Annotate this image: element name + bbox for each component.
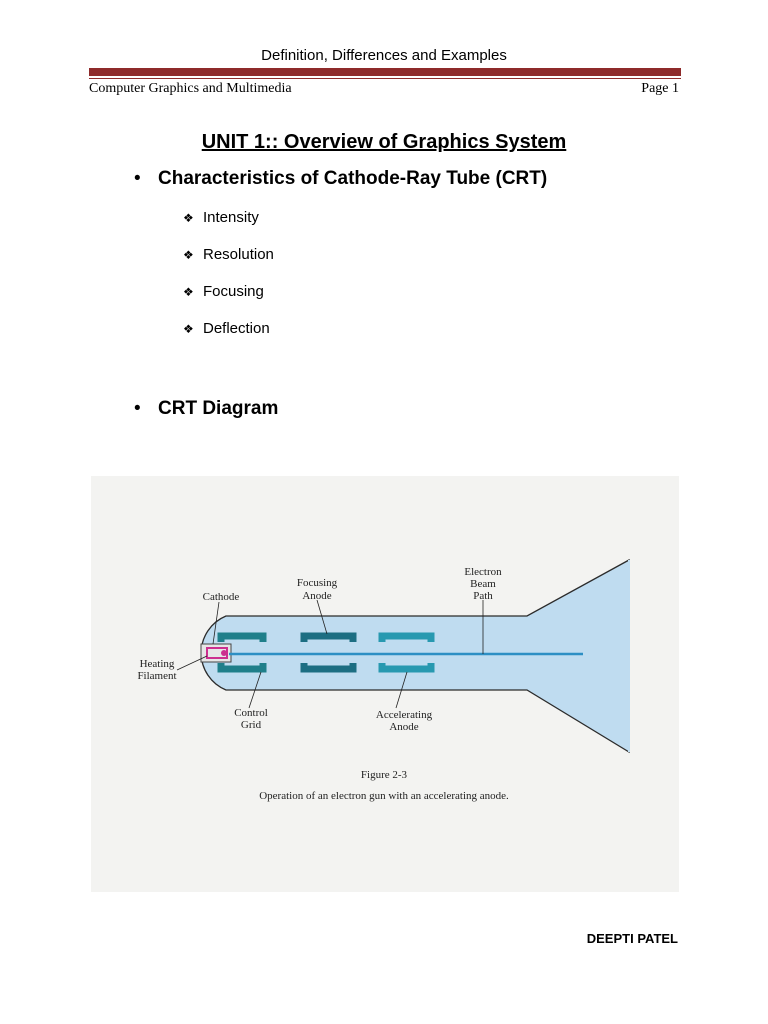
document-title: Definition, Differences and Examples [261, 47, 507, 64]
diamond-bullet-icon: ❖ [183, 322, 194, 336]
list-item: ❖ Focusing [183, 283, 274, 320]
section-heading: Characteristics of Cathode-Ray Tube (CRT… [158, 168, 548, 189]
filament-core [221, 650, 227, 656]
unit-title: UNIT 1:: Overview of Graphics System [201, 131, 567, 153]
header-course-name: Computer Graphics and Multimedia [89, 81, 292, 96]
header-rule [89, 68, 681, 76]
diamond-bullet-icon: ❖ [183, 248, 194, 262]
focusing-anode-electrode [300, 632, 357, 642]
label-heating-filament: Filament [137, 670, 176, 682]
list-item: ❖ Deflection [183, 320, 274, 357]
bullet-icon: • [134, 398, 141, 419]
leader-line [316, 599, 328, 635]
label-accelerating-anode: Accelerating [376, 709, 433, 721]
list-item-label: Focusing [203, 283, 264, 300]
bullet-icon: • [134, 168, 141, 189]
leader-line [248, 671, 262, 709]
leader-line [395, 671, 408, 709]
leader-line [176, 655, 208, 671]
label-accelerating-anode: Anode [389, 721, 418, 733]
section-heading: CRT Diagram [158, 398, 279, 419]
figure-caption: Operation of an electron gun with an acc… [259, 790, 509, 802]
label-heating-filament: Heating [140, 658, 175, 670]
list-item-label: Resolution [203, 246, 274, 263]
list-item: ❖ Intensity [183, 209, 274, 246]
diamond-bullet-icon: ❖ [183, 285, 194, 299]
label-cathode: Cathode [203, 591, 240, 603]
list-item-label: Deflection [203, 320, 270, 337]
crt-figure: Cathode Focusing Anode Electron Beam Pat… [91, 476, 679, 892]
list-item: ❖ Resolution [183, 246, 274, 283]
author-name: DEEPTI PATEL [586, 931, 678, 946]
characteristics-list: ❖ Intensity ❖ Resolution ❖ Focusing ❖ De… [183, 209, 274, 357]
section-crt-characteristics: • Characteristics of Cathode-Ray Tube (CR… [134, 168, 547, 190]
label-control-grid: Grid [241, 719, 262, 731]
label-electron-beam-path: Path [473, 590, 493, 602]
label-electron-beam-path: Beam [470, 578, 496, 590]
label-electron-beam-path: Electron [464, 566, 502, 578]
control-grid-electrode [217, 663, 267, 673]
header-page-number: Page 1 [641, 81, 679, 96]
header-rule-thin [89, 78, 681, 79]
list-item-label: Intensity [203, 209, 259, 226]
label-focusing-anode: Anode [302, 590, 331, 602]
accelerating-anode-electrode [378, 632, 435, 642]
leader-line [212, 601, 220, 645]
figure-number: Figure 2-3 [361, 769, 408, 781]
label-focusing-anode: Focusing [297, 577, 338, 589]
accelerating-anode-electrode [378, 663, 435, 673]
focusing-anode-electrode [300, 663, 357, 673]
control-grid-electrode [217, 632, 267, 642]
crt-diagram-svg: Cathode Focusing Anode Electron Beam Pat… [137, 558, 630, 802]
label-control-grid: Control [234, 707, 268, 719]
section-crt-diagram: • CRT Diagram [134, 398, 278, 420]
diamond-bullet-icon: ❖ [183, 211, 194, 225]
